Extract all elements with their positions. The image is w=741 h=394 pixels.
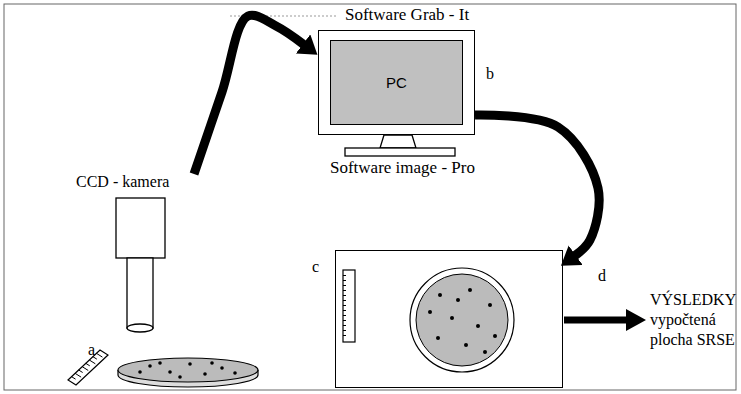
callout-letter: c [312,257,319,276]
result-arrow [564,309,646,331]
software-label: Software Grab - It [345,4,469,25]
camera-node: CCD - kamera [72,172,200,332]
camera-label: CCD - kamera [72,172,200,191]
ccd-camera [116,198,165,332]
monitor-stand [345,135,455,156]
image-box: c [335,250,563,388]
pc-monitor: PC [318,30,475,135]
callout-letter: a [88,340,95,360]
result-text: VÝSLEDKY vypočtená plocha SRSE [650,290,741,350]
pc-screen: PC [330,40,463,125]
callout-letter: d [598,266,606,286]
petri-dish [118,358,258,387]
software-label: Software image - Pro [330,157,475,178]
curved-arrow [194,15,304,174]
screen-label: PC [386,74,407,92]
frame [4,4,736,390]
scale-ruler [343,270,355,342]
callout-letter: b [486,64,494,84]
curved-arrow [475,115,599,256]
petri-image [410,268,514,372]
